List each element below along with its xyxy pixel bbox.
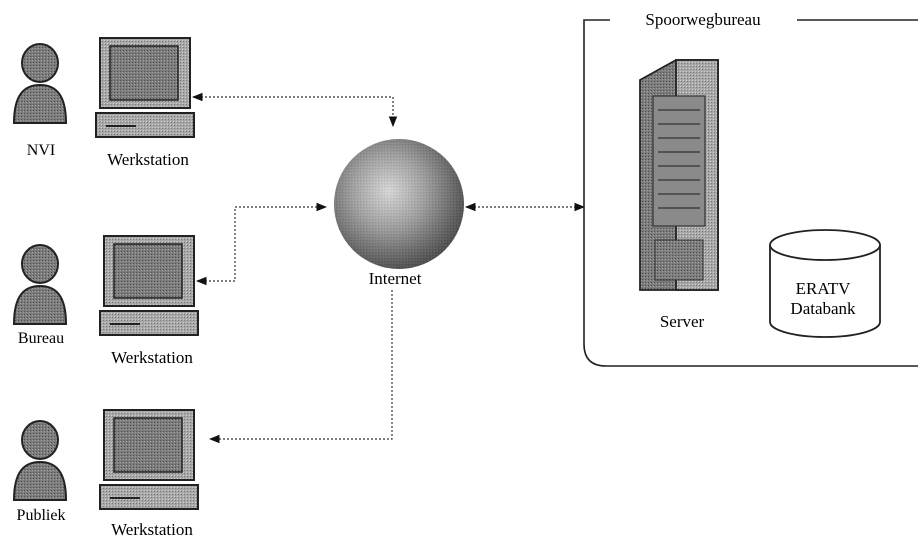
server-label: Server: [660, 312, 705, 331]
workstation-label-bureau: Werkstation: [111, 348, 193, 367]
person-icon: [12, 43, 68, 124]
database-icon: [769, 229, 881, 338]
server-icon: [639, 59, 719, 291]
workstation-label-publiek: Werkstation: [111, 520, 193, 539]
person-icon: [12, 420, 68, 501]
user-label-publiek: Publiek: [17, 507, 66, 524]
user-label-bureau: Bureau: [18, 330, 64, 347]
agency-group-label: Spoorwegbureau: [645, 10, 761, 29]
workstation-icon: [95, 37, 195, 138]
connector-publiek-internet: [208, 290, 393, 444]
database-label-line2: Databank: [790, 299, 856, 318]
connector-bureau-internet: [195, 202, 328, 286]
agency-group-border: [583, 19, 918, 367]
globe-icon: [334, 139, 464, 269]
user-label-nvi: NVI: [27, 142, 55, 159]
connector-nvi-internet: [191, 92, 398, 128]
workstation-label-nvi: Werkstation: [107, 150, 189, 169]
workstation-icon: [99, 409, 199, 510]
database-label-line1: ERATV: [796, 279, 852, 298]
person-icon: [12, 244, 68, 325]
workstation-icon: [99, 235, 199, 336]
internet-label: Internet: [369, 269, 422, 288]
